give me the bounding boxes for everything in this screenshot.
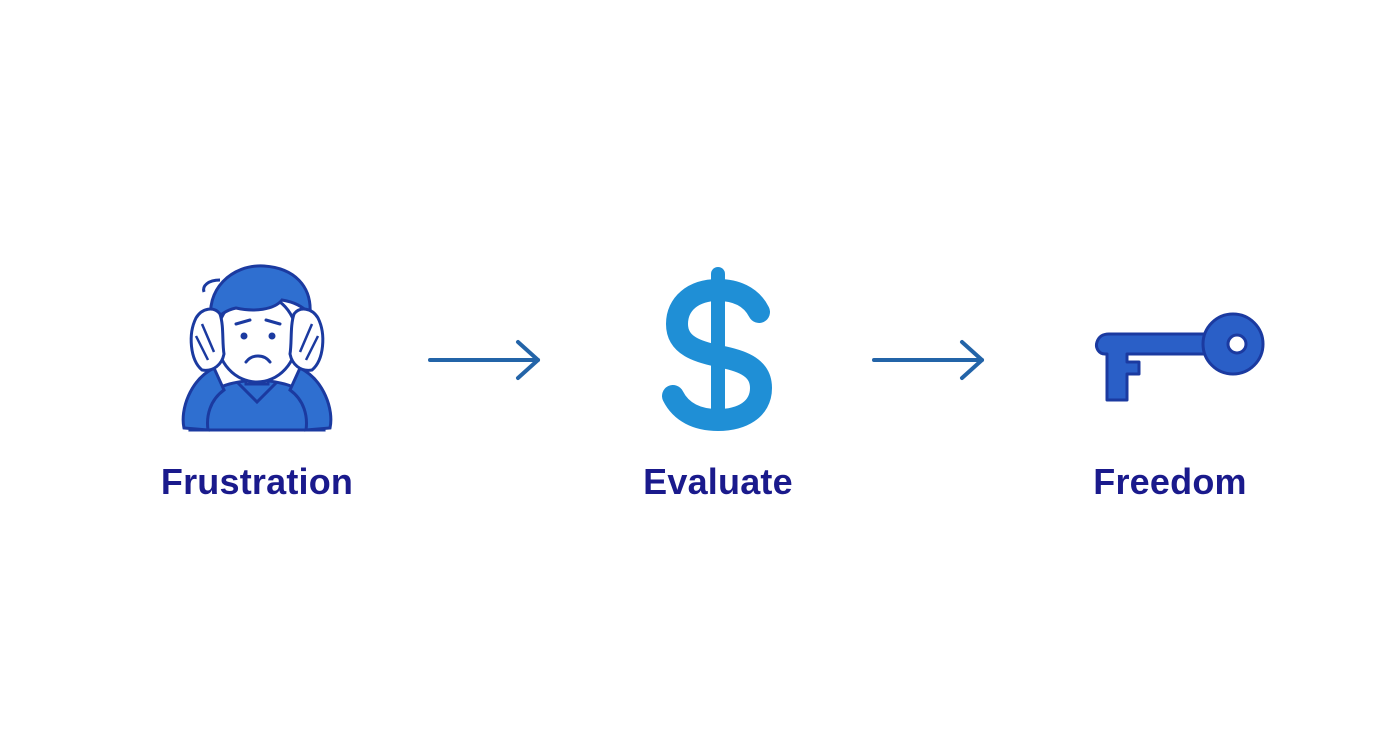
step-frustration: Frustration [107,250,407,502]
arrow-right-icon [428,340,540,380]
dollar-sign-icon [623,250,813,440]
step-evaluate: Evaluate [568,250,868,502]
frustrated-person-icon [162,250,352,440]
arrow-right-icon [872,340,984,380]
step-label-freedom: Freedom [1093,461,1247,502]
step-label-frustration: Frustration [160,461,354,502]
key-icon [1075,250,1265,440]
step-freedom: Freedom [1020,250,1320,502]
step-label-evaluate: Evaluate [643,461,793,502]
